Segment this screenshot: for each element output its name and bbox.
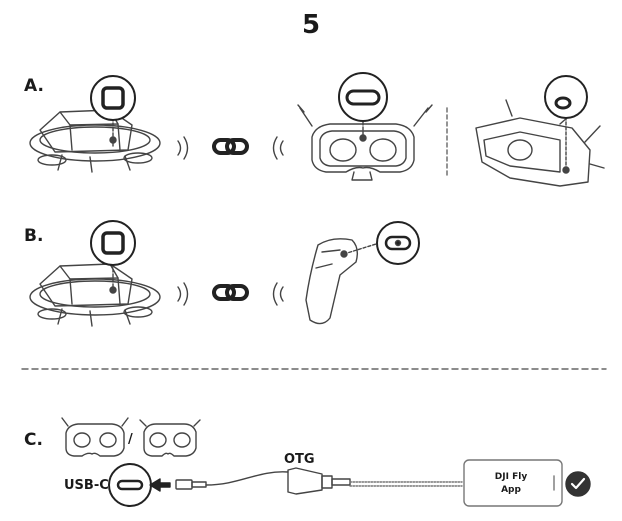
controller-button-callout [376,221,420,265]
app-name-line1: DJI Fly [494,472,528,482]
arrow-left-icon [149,478,171,492]
usb-c-label: USB-C [64,478,109,493]
goggles-button-callout [338,72,388,122]
phone-cable [349,481,463,487]
chain-link-icon [212,284,249,301]
phone-illustration [463,459,563,507]
chain-link-icon [212,138,249,155]
drone-illustration-a [29,109,161,173]
goggles-front-small-illustration [61,417,129,457]
drone-button-callout-b [90,220,136,266]
goggles-side-button-callout [544,75,588,119]
signal-wave-icon [272,136,284,160]
goggles-side-illustration [475,99,605,187]
section-b-label: B. [24,226,44,246]
signal-wave-icon [177,136,189,160]
section-c-label: C. [24,430,43,450]
motion-controller-illustration [305,238,377,325]
drone-illustration-b [29,263,161,327]
drone-button-callout-a [90,75,136,121]
signal-wave-icon [177,282,189,306]
goggles-separator: / [128,432,133,447]
section-a-label: A. [24,76,44,96]
usb-c-port-callout [108,463,152,507]
step-number: 5 [301,10,321,40]
app-name-line2: App [501,485,521,495]
check-circle-icon [565,471,591,497]
signal-wave-icon [272,282,284,306]
goggles-front-small-illustration-2 [139,419,201,457]
otg-cable [175,467,351,495]
otg-label: OTG [284,452,315,467]
